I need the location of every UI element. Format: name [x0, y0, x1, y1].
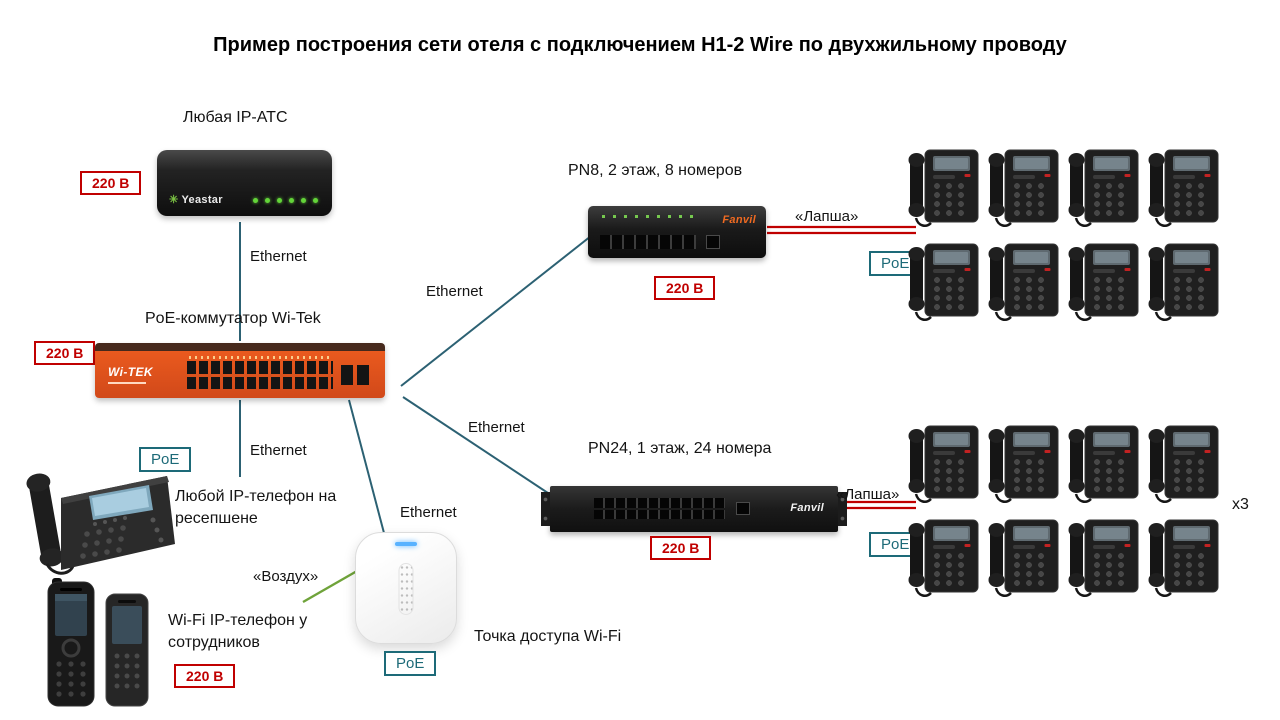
core-switch-sfp-icon — [341, 365, 369, 385]
reception-poe-badge: PoE — [139, 447, 192, 472]
pn8-switch-device: Fanvil — [588, 206, 766, 258]
pbx-label: Любая IP-АТС — [183, 109, 288, 126]
room-phone-icon — [988, 243, 1059, 321]
phone-grid-floor2 — [908, 148, 1220, 324]
pn8-label: PN8, 2 этаж, 8 номеров — [568, 162, 743, 179]
access-point-device — [355, 532, 457, 644]
room-phone-icon — [988, 149, 1059, 227]
core-switch-label: PoE-коммутатор Wi-Tek — [145, 310, 321, 327]
reception-phone-icon — [26, 473, 175, 575]
room-phone-icon — [908, 149, 979, 227]
ethernet-label-ap: Ethernet — [400, 504, 457, 521]
wifi-phones-label: Wi-Fi IP-телефон у сотрудников — [168, 612, 308, 652]
diagram-title: Пример построения сети отеля с подключен… — [213, 34, 1067, 56]
ap-led-icon — [395, 542, 417, 546]
room-phone-icon — [1068, 149, 1139, 227]
room-phone-icon — [1068, 425, 1139, 503]
pn8-uplink-port-icon — [706, 235, 720, 249]
pn8-power-badge: 220 В — [654, 276, 716, 300]
phone-grid-floor1 — [908, 424, 1220, 600]
pbx-device: ✳Yeastar — [157, 150, 332, 216]
core-switch-leds-icon — [189, 356, 329, 359]
room-phone-icon — [988, 425, 1059, 503]
ethernet-label-pn8: Ethernet — [426, 283, 483, 300]
ethernet-label-pbx: Ethernet — [250, 248, 307, 265]
access-point-label: Точка доступа Wi-Fi — [474, 628, 622, 645]
wifi-phones-power-badge: 220 В — [174, 664, 236, 688]
room-phone-icon — [1148, 149, 1219, 227]
pbx-status-leds-icon — [253, 198, 318, 203]
pn24-label: PN24, 1 этаж, 24 номера — [588, 440, 772, 457]
air-label: «Воздух» — [253, 568, 319, 585]
witek-logo: Wi-TEK — [108, 365, 153, 384]
room-phone-icon — [1068, 243, 1139, 321]
core-switch-device: Wi-TEK — [95, 343, 385, 398]
wifi-phones-icon — [47, 578, 149, 707]
pn24-switch-device: Fanvil — [541, 486, 847, 532]
ethernet-line-switch-pn24 — [402, 396, 558, 500]
room-phone-icon — [908, 519, 979, 597]
room-phone-icon — [988, 519, 1059, 597]
ethernet-line-switch-pn8 — [400, 235, 592, 387]
yeastar-logo: ✳Yeastar — [169, 193, 223, 206]
lapsha-label-pn8: «Лапша» — [795, 208, 859, 225]
ethernet-line-switch-ap — [348, 399, 385, 534]
room-phone-icon — [1148, 243, 1219, 321]
pn24-uplink-port-icon — [736, 502, 750, 515]
pn8-leds-icon — [602, 215, 694, 218]
core-switch-ports-icon — [187, 361, 333, 389]
pn24-ports-icon — [594, 498, 725, 519]
pbx-power-badge: 220 В — [80, 171, 142, 195]
ethernet-label-reception: Ethernet — [250, 442, 307, 459]
lapsha-label-pn24: «Лапша» — [836, 486, 900, 503]
room-phone-icon — [1148, 519, 1219, 597]
room-phone-icon — [1148, 425, 1219, 503]
reception-phone-label: Любой IP-телефон на ресепшене — [175, 488, 337, 528]
pn8-ports-icon — [600, 235, 696, 249]
pn24-brand-text: Fanvil — [790, 502, 824, 514]
ethernet-label-pn24: Ethernet — [468, 419, 525, 436]
pn24-power-badge: 220 В — [650, 536, 712, 560]
core-switch-power-badge: 220 В — [34, 341, 96, 365]
ap-grille-icon — [398, 563, 414, 615]
room-phone-icon — [1068, 519, 1139, 597]
room-phone-icon — [908, 243, 979, 321]
pbx-brand-text: Yeastar — [181, 194, 223, 206]
room-phone-icon — [908, 425, 979, 503]
ap-poe-badge: PoE — [384, 651, 437, 676]
pn8-brand-text: Fanvil — [722, 214, 756, 226]
yeastar-logo-icon: ✳ — [169, 194, 179, 206]
multiplier-label: x3 — [1232, 496, 1249, 513]
